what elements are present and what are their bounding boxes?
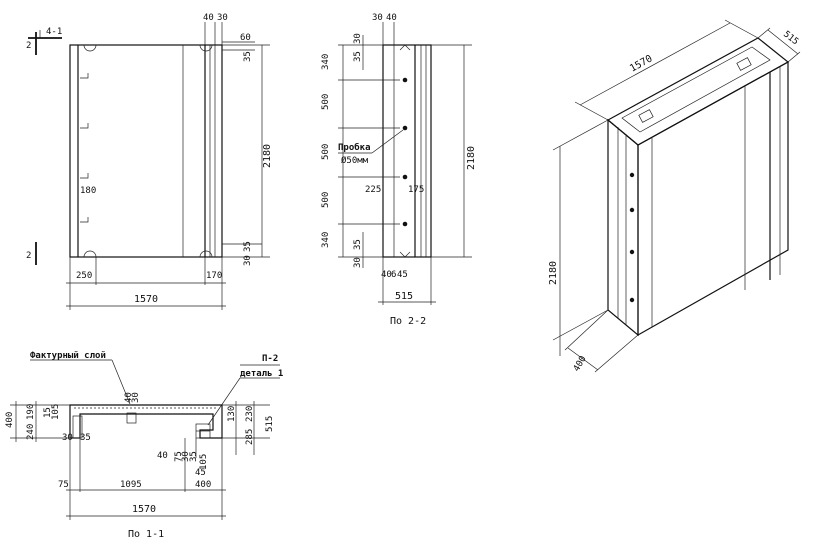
sec-dim-bot-1095: 1095 (120, 480, 142, 490)
sec-dim-top-30: 30 (131, 392, 141, 403)
side-dim-bot-40: 40 (381, 270, 392, 280)
section-1-1: Фактурный слой П-2 деталь 1 400 240 190 … (5, 351, 283, 540)
sec-dim-285: 285 (245, 429, 255, 445)
side-dim-30a: 30 (353, 33, 363, 44)
sec-dim-inner-75: 75 (174, 451, 184, 462)
sec-dim-400-left: 400 (5, 412, 15, 428)
side-dim-500c: 500 (321, 192, 331, 208)
sec-dim-inner-45: 45 (195, 468, 206, 478)
side-dim-35a: 35 (353, 51, 363, 62)
detail-label-bottom: деталь 1 (240, 369, 283, 379)
side-dim-bot-6: 6 (391, 270, 396, 280)
side-dim-175: 175 (408, 185, 424, 195)
section-mark-side-top: 2 (26, 41, 31, 51)
front-dim-35-bottom: 35 (243, 241, 253, 252)
sec-dim-bot-75: 75 (58, 480, 69, 490)
sec-dim-105: 105 (51, 404, 61, 420)
side-dim-30b: 30 (353, 257, 363, 268)
sec-dim-bot-400: 400 (195, 480, 211, 490)
detail-label-top: П-2 (262, 354, 278, 364)
side-dim-height: 2180 (466, 146, 477, 170)
side-dim-bot-45: 45 (397, 270, 408, 280)
side-dim-top-40: 40 (386, 13, 397, 23)
front-dim-35-top: 35 (243, 51, 253, 62)
side-dim-top-30: 30 (372, 13, 383, 23)
sec-dim-30: 30 (62, 433, 73, 443)
layer-label: Фактурный слой (30, 351, 106, 361)
section-mark-top: 4-1 (46, 27, 62, 37)
side-panel-outline (382, 44, 432, 258)
iso-dim-height: 2180 (548, 261, 559, 285)
side-dim-340a: 340 (321, 54, 331, 70)
plug-size: Ø50мм (341, 155, 369, 166)
front-dim-60: 60 (240, 33, 251, 43)
sec-caption: По 1-1 (128, 529, 164, 540)
front-panel-outline (69, 44, 223, 258)
sec-dim-190: 190 (26, 404, 36, 420)
side-dim-500a: 500 (321, 94, 331, 110)
sec-dim-bot-1570: 1570 (132, 504, 156, 515)
front-dim-250: 250 (76, 271, 92, 281)
sec-dim-35: 35 (80, 433, 91, 443)
front-dim-height: 2180 (262, 144, 273, 168)
side-dim-225: 225 (365, 185, 381, 195)
side-view: 30 40 340 500 500 500 340 35 30 35 30 Пр… (321, 13, 477, 327)
side-dim-35b: 35 (353, 239, 363, 250)
front-dim-width: 1570 (134, 294, 158, 305)
front-dim-30: 30 (217, 13, 228, 23)
sec-dim-inner-105: 105 (199, 454, 209, 470)
iso-dim-depth: 515 (781, 29, 800, 47)
sec-dim-inner-35b: 35 (189, 451, 199, 462)
plug-label: Пробка (338, 142, 371, 153)
sec-dim-inner-40: 40 (157, 451, 168, 461)
front-view: 4-1 2 2 40 30 60 35 2180 35 30 180 250 (26, 13, 273, 310)
front-dim-180: 180 (80, 186, 96, 196)
sec-dim-240: 240 (26, 424, 36, 440)
sec-dim-inner-30b: 30 (181, 451, 191, 462)
side-caption: По 2-2 (390, 316, 426, 327)
sec-dim-515: 515 (265, 416, 275, 432)
iso-view: 1570 515 2180 400 (548, 19, 801, 374)
sec-dim-top-40: 40 (124, 392, 134, 403)
side-dim-340b: 340 (321, 232, 331, 248)
side-dim-500b: 500 (321, 144, 331, 160)
sec-dim-15: 15 (43, 407, 53, 418)
side-dim-515: 515 (395, 291, 413, 302)
section-mark-side-bottom: 2 (26, 251, 31, 261)
front-dim-170: 170 (206, 271, 222, 281)
front-dim-40: 40 (203, 13, 214, 23)
front-dim-30-bottom: 30 (243, 255, 253, 266)
sec-dim-230: 230 (245, 406, 255, 422)
iso-dim-base: 400 (572, 354, 589, 373)
sec-dim-130: 130 (227, 406, 237, 422)
